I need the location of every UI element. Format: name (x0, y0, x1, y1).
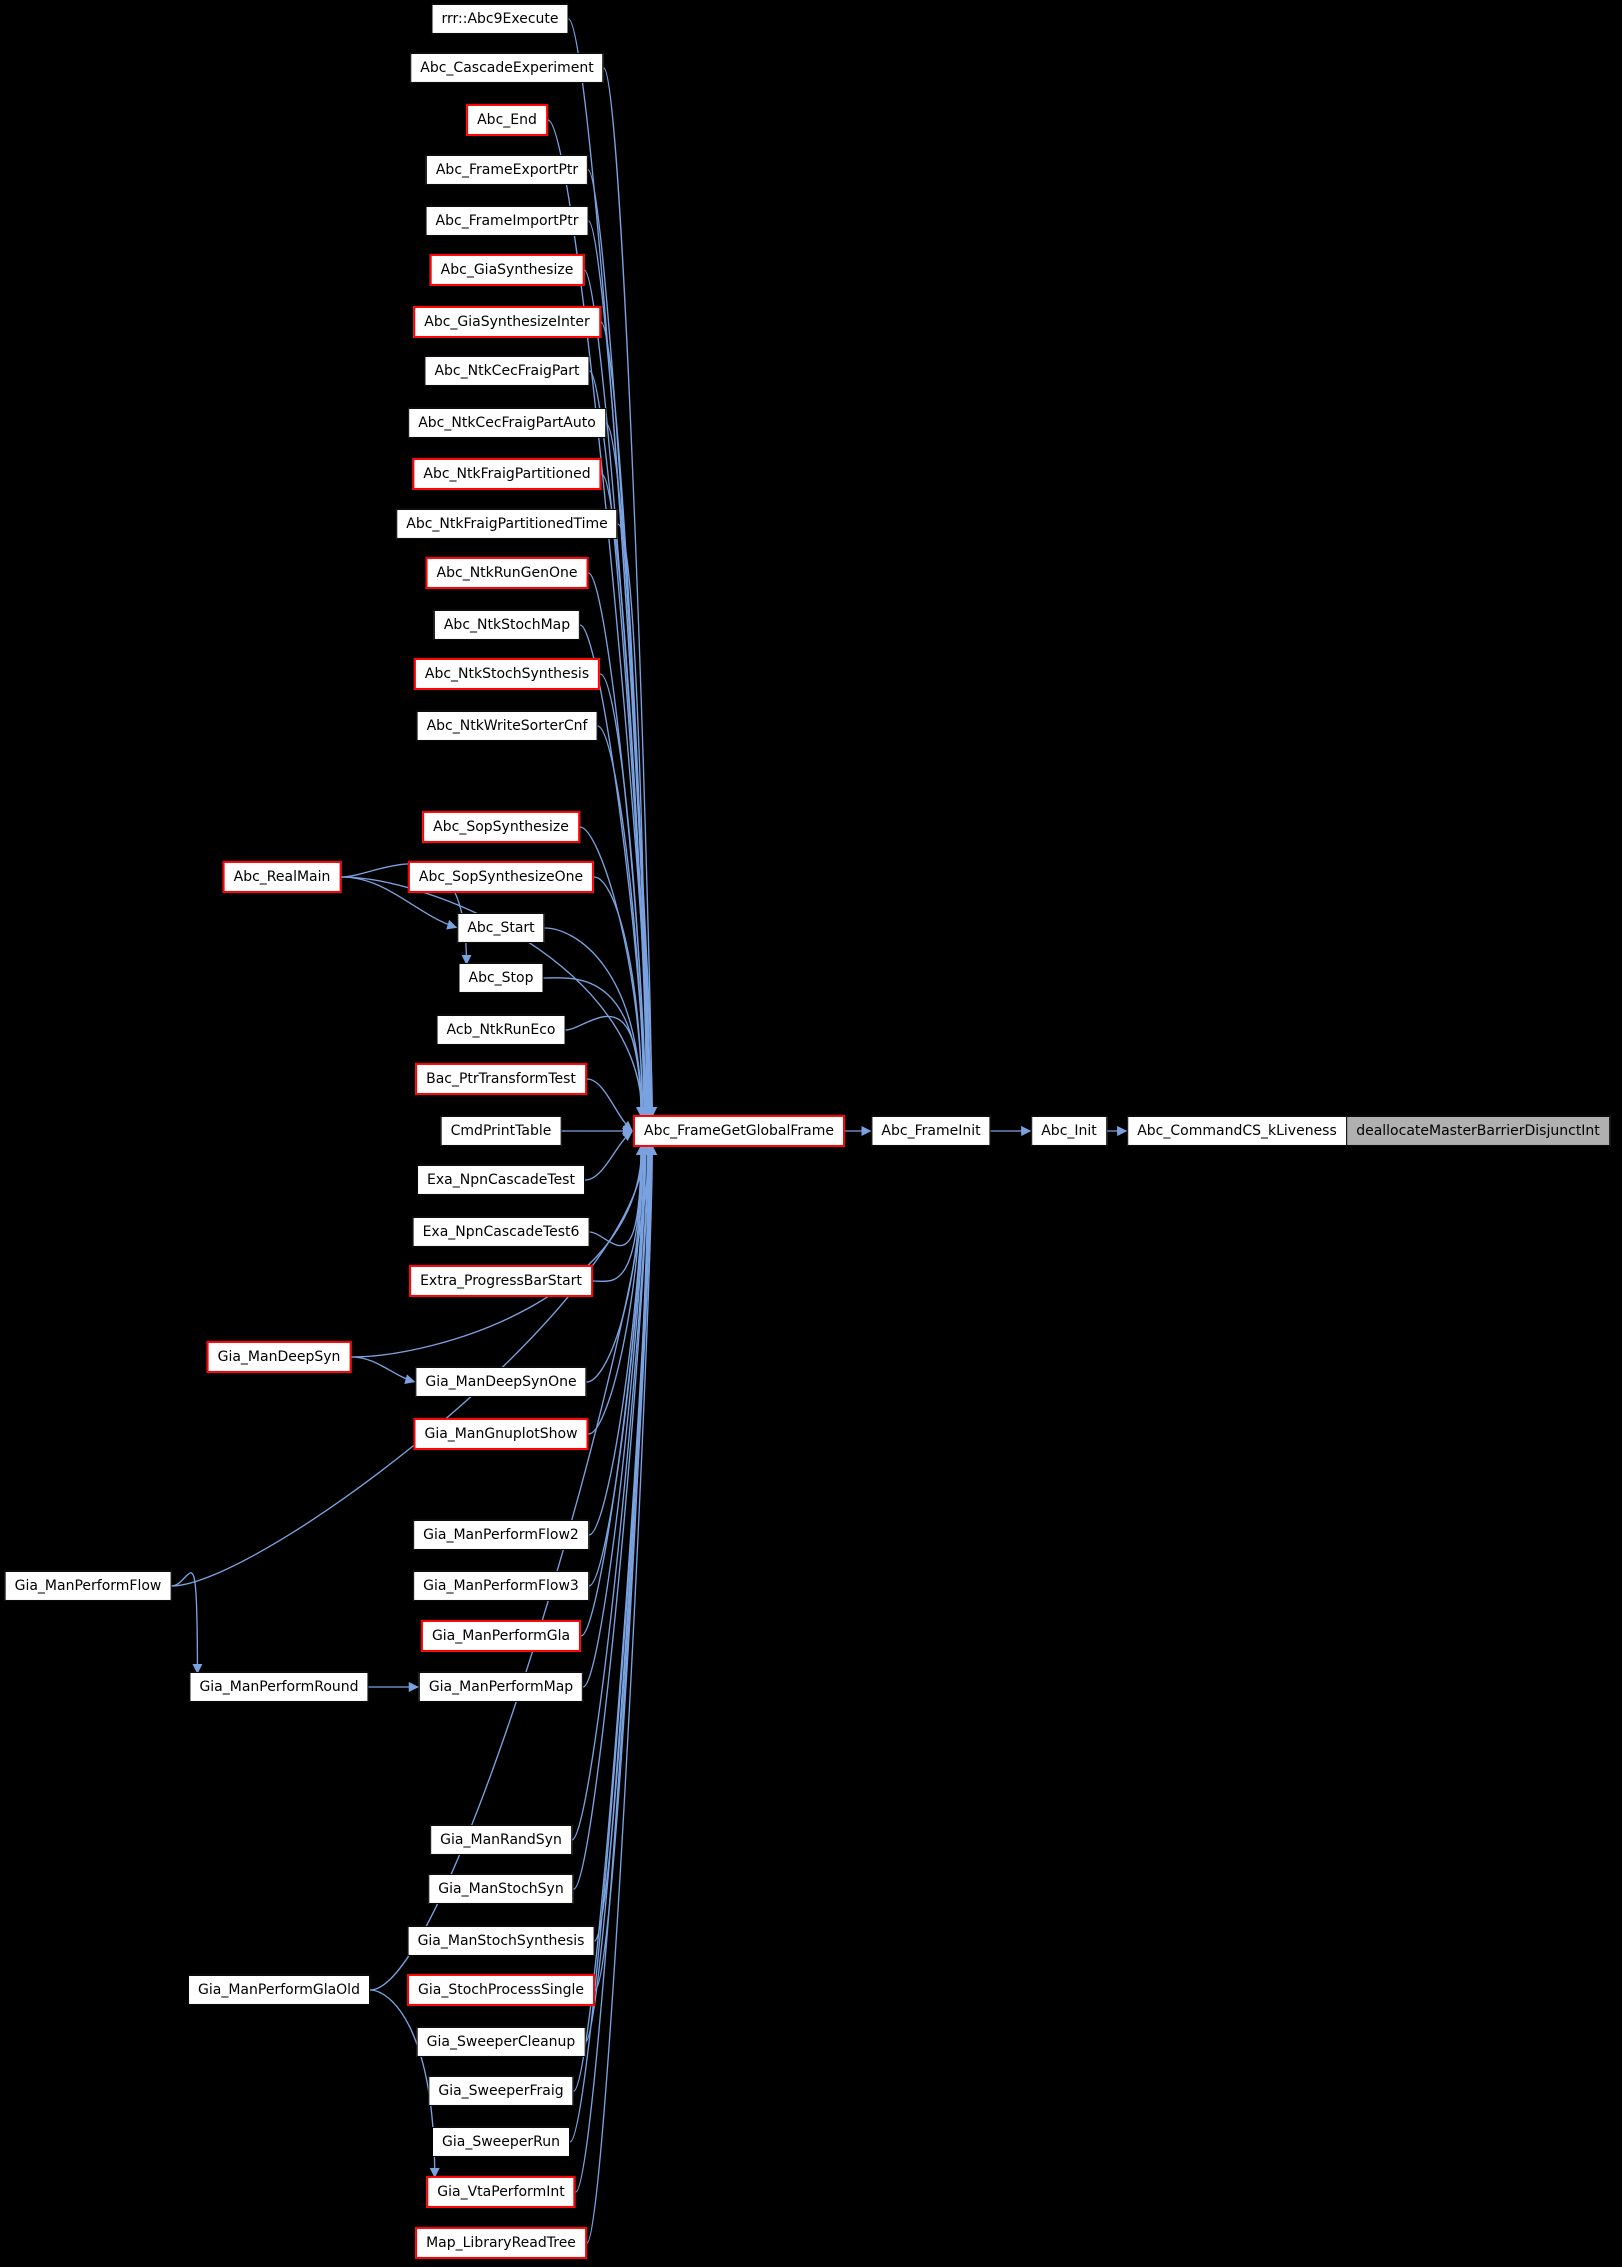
node-abc-frameexportptr[interactable]: Abc_FrameExportPtr (425, 154, 589, 186)
node-abc-frameimportptr[interactable]: Abc_FrameImportPtr (425, 205, 589, 237)
node-bac-ptrtransformtest[interactable]: Bac_PtrTransformTest (415, 1062, 587, 1096)
node-abc-ntkcecfraigpart[interactable]: Abc_NtkCecFraigPart (424, 355, 590, 387)
node-gia-mangnuplotshow[interactable]: Gia_ManGnuplotShow (413, 1417, 589, 1451)
node-abc-ntkstochsynthesis[interactable]: Abc_NtkStochSynthesis (413, 657, 601, 691)
node-gia-manperformflow3[interactable]: Gia_ManPerformFlow3 (413, 1570, 589, 1602)
edge-abc_ntkwritesortercnf-abc_framegetglobalframe (597, 725, 649, 1117)
node-abc-sopsynthesize[interactable]: Abc_SopSynthesize (422, 810, 580, 844)
node-map-libraryreadtree[interactable]: Map_LibraryReadTree (415, 2226, 587, 2260)
edge-abc_ntkstochsynthesis-abc_framegetglobalframe (599, 673, 650, 1117)
edge-gia_manperformflow2-abc_framegetglobalframe (588, 1145, 649, 1536)
node-gia-manperformgla[interactable]: Gia_ManPerformGla (420, 1619, 582, 1653)
node-abc-realmain[interactable]: Abc_RealMain (222, 860, 342, 894)
node-abc-ntkfraigpartitionedtime[interactable]: Abc_NtkFraigPartitionedTime (396, 508, 618, 540)
node-abc-start[interactable]: Abc_Start (457, 912, 545, 944)
edge-acb_ntkruneco-abc_framegetglobalframe (565, 1015, 647, 1117)
node-cmdprinttable[interactable]: CmdPrintTable (440, 1115, 562, 1147)
edge-gia_manperformglaold-gia_vtaperformint (369, 1989, 440, 2178)
edge-abc_cascadeexperiment-abc_framegetglobalframe (603, 67, 657, 1117)
edge-map_libraryreadtree-abc_framegetglobalframe (586, 1145, 658, 2244)
edge-exa_npncascadetest-abc_framegetglobalframe (584, 1130, 633, 1181)
node-abc-frameinit[interactable]: Abc_FrameInit (871, 1115, 991, 1147)
node-exa-npncascadetest6[interactable]: Exa_NpnCascadeTest6 (412, 1216, 590, 1248)
edge-gia_manstochsyn-abc_framegetglobalframe (573, 1145, 654, 1890)
node-abc-giasynthesize[interactable]: Abc_GiaSynthesize (429, 253, 585, 287)
node-gia-vtaperformint[interactable]: Gia_VtaPerformInt (426, 2175, 576, 2209)
edge-gia_manperformflow-gia_manperformround (171, 1572, 203, 1674)
node-abc-sopsynthesizeone[interactable]: Abc_SopSynthesizeOne (407, 860, 595, 894)
node-gia-mandeepsyn[interactable]: Gia_ManDeepSyn (206, 1340, 352, 1374)
node-gia-manstochsyn[interactable]: Gia_ManStochSyn (428, 1873, 574, 1905)
edge-bac_ptrtransformtest-abc_framegetglobalframe (586, 1078, 633, 1132)
node-deallocatemasterbarrierdisjunctint: deallocateMasterBarrierDisjunctInt (1346, 1115, 1610, 1147)
node-abc-commandcs-kliveness[interactable]: Abc_CommandCS_kLiveness (1127, 1115, 1347, 1147)
node-abc-ntkrungenone[interactable]: Abc_NtkRunGenOne (425, 556, 589, 590)
node-abc-cascadeexperiment[interactable]: Abc_CascadeExperiment (410, 52, 604, 84)
node-gia-manstochsynthesis[interactable]: Gia_ManStochSynthesis (407, 1925, 595, 1957)
edge-abc_realmain-abc_start (341, 876, 458, 930)
node-gia-manperformround[interactable]: Gia_ManPerformRound (189, 1671, 369, 1703)
node-gia-manperformflow[interactable]: Gia_ManPerformFlow (4, 1570, 172, 1602)
node-abc-ntkfraigpartitioned[interactable]: Abc_NtkFraigPartitioned (412, 457, 602, 491)
edge-extra_progressbarstart-abc_framegetglobalframe (592, 1145, 647, 1283)
node-gia-mandeepsynone[interactable]: Gia_ManDeepSynOne (415, 1366, 587, 1398)
node-extra-progressbarstart[interactable]: Extra_ProgressBarStart (409, 1264, 593, 1298)
node-acb-ntkruneco[interactable]: Acb_NtkRunEco (436, 1014, 566, 1046)
node-gia-manrandsyn[interactable]: Gia_ManRandSyn (430, 1824, 572, 1856)
node-abc-init[interactable]: Abc_Init (1031, 1115, 1107, 1147)
edge-gia_sweeperrun-abc_framegetglobalframe (569, 1145, 657, 2143)
node-abc-giasynthesizeinter[interactable]: Abc_GiaSynthesizeInter (413, 305, 601, 339)
node-abc-ntkwritesortercnf[interactable]: Abc_NtkWriteSorterCnf (416, 710, 598, 742)
node-abc-ntkcecfraigpartauto[interactable]: Abc_NtkCecFraigPartAuto (408, 407, 606, 439)
node-gia-manperformmap[interactable]: Gia_ManPerformMap (418, 1671, 584, 1703)
node-gia-stochprocesssingle[interactable]: Gia_StochProcessSingle (407, 1973, 595, 2007)
edge-gia_manperformmap-abc_framegetglobalframe (582, 1145, 651, 1688)
node-exa-npncascadetest[interactable]: Exa_NpnCascadeTest (417, 1164, 585, 1196)
node-abc-framegetglobalframe[interactable]: Abc_FrameGetGlobalFrame (632, 1114, 846, 1148)
edge-abc_giasynthesizeinter-abc_framegetglobalframe (600, 321, 654, 1117)
node-gia-manperformglaold[interactable]: Gia_ManPerformGlaOld (188, 1974, 370, 2006)
edge-abc_sopsynthesizeone-abc_framegetglobalframe (593, 876, 648, 1117)
node-rrr-abc9execute[interactable]: rrr::Abc9Execute (431, 3, 569, 35)
edge-gia_vtaperformint-abc_framegetglobalframe (575, 1145, 657, 2193)
edge-gia_manrandsyn-abc_framegetglobalframe (571, 1145, 653, 1841)
edge-abc_ntkfraigpartitionedtime-abc_framegetglobalframe (617, 523, 652, 1117)
node-gia-manperformflow2[interactable]: Gia_ManPerformFlow2 (413, 1519, 589, 1551)
edge-gia_mandeepsyn-gia_mandeepsynone (351, 1356, 416, 1385)
node-gia-sweeperfraig[interactable]: Gia_SweeperFraig (428, 2075, 574, 2107)
node-abc-stop[interactable]: Abc_Stop (458, 962, 544, 994)
node-abc-end[interactable]: Abc_End (466, 103, 548, 137)
node-gia-sweeperrun[interactable]: Gia_SweeperRun (432, 2126, 570, 2158)
node-abc-ntkstochmap[interactable]: Abc_NtkStochMap (433, 609, 581, 641)
node-gia-sweepercleanup[interactable]: Gia_SweeperCleanup (416, 2026, 586, 2058)
